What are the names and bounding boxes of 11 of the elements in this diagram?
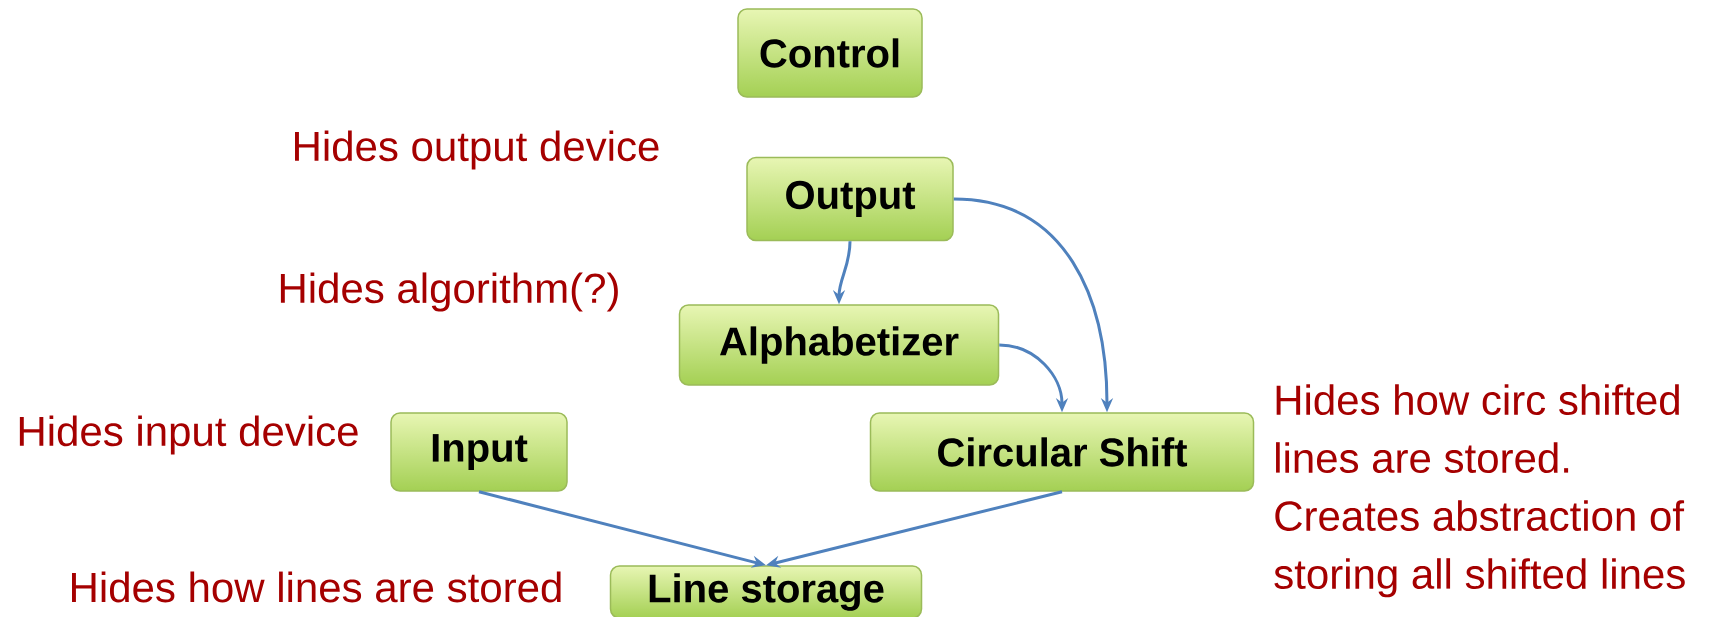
annotation-text: Hides how circ shifted lines are stored. <box>1276 384 1679 474</box>
process-box: Input <box>390 412 568 492</box>
annotation-text: Creates abstraction of storing all shifted lines <box>1274 500 1685 598</box>
process-box: Circular Shift <box>869 412 1255 492</box>
process-box: Line storage <box>609 565 923 617</box>
process-box: Output <box>746 156 954 242</box>
annotation-text: Hides output device <box>295 130 659 170</box>
process-box: Alphabetizer <box>678 304 1000 386</box>
process-box: Control <box>737 8 923 98</box>
annotation-text: Hides how lines are stored <box>72 571 561 603</box>
annotation-text: Hides algorithm(?) <box>280 272 618 312</box>
